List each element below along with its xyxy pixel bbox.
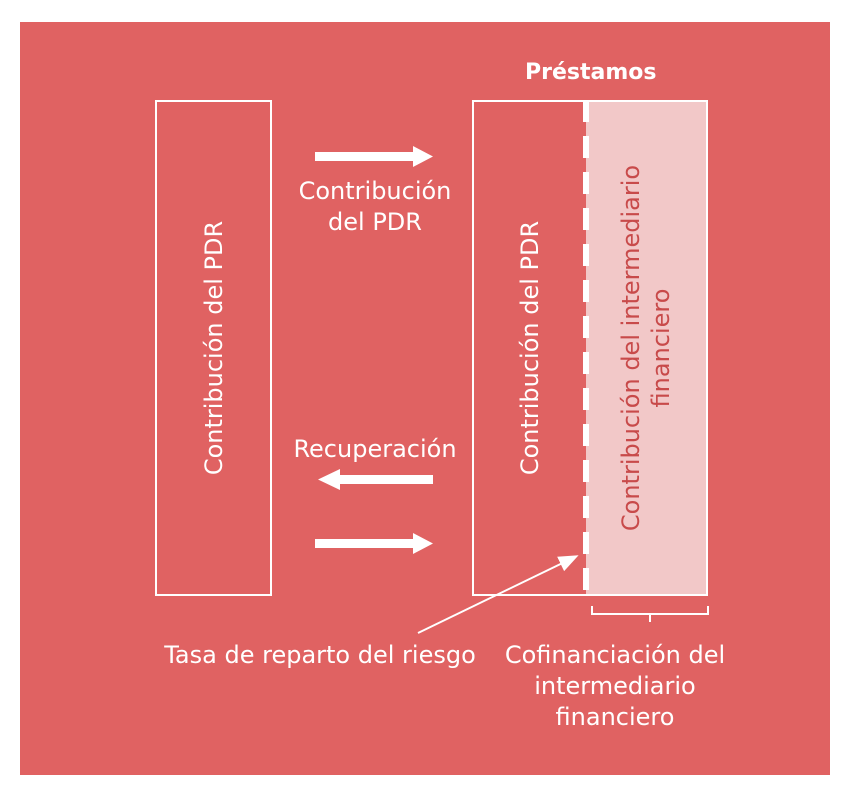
loans-intermediary-portion: Contribución del intermediario financier… [586,100,708,596]
recovery-arrow-left [318,469,433,490]
contribution-arrow-label: Contribución del PDR [298,177,452,236]
loans-pdr-portion: Contribución del PDR [472,100,586,596]
cofinancing-bracket [591,606,709,622]
bottom-arrow-right [315,533,433,554]
cofinancing-label: Cofinanciación del intermediario financi… [504,641,726,731]
pdr-contribution-box: Contribución del PDR [155,100,272,596]
loans-title: Préstamos [525,60,657,85]
contribution-arrow-right [315,146,433,167]
risk-rate-pointer [417,555,579,634]
recovery-label: Recuperación [293,435,457,463]
risk-share-rate-label: Tasa de reparto del riesgo [164,641,476,669]
